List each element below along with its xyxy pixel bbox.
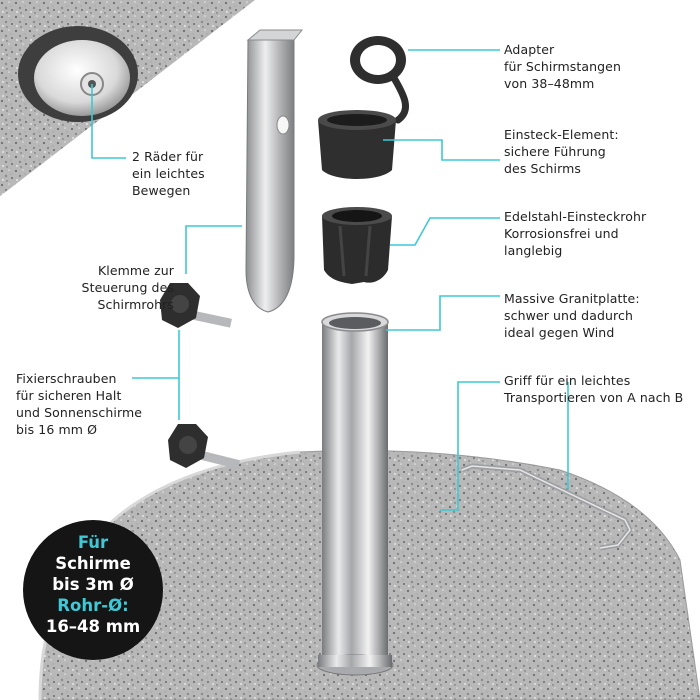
steel-clamp — [245, 29, 304, 313]
line-griff-a — [440, 381, 500, 511]
screw-knob-upper — [160, 283, 232, 328]
callout-fixier: Fixierschrauben für sicheren Halt und So… — [16, 371, 143, 437]
callout-griff: Griff für ein leichtes Transportieren vo… — [504, 373, 684, 405]
line-einsteck — [383, 139, 500, 161]
sleeve-part — [322, 207, 392, 284]
badge-line-3: bis 3m Ø — [52, 575, 134, 594]
adapter-part — [350, 36, 410, 124]
spec-badge: Für Schirme bis 3m Ø Rohr-Ø: 16–48 mm — [23, 520, 163, 660]
line-granit — [386, 295, 500, 331]
steel-tube — [316, 312, 394, 676]
badge-line-4: Rohr-Ø: — [57, 596, 129, 615]
callout-raeder: 2 Räder für ein leichtes Bewegen — [132, 149, 205, 198]
callout-granit: Massive Granitplatte: schwer und dadurch… — [504, 291, 640, 340]
corner-detail — [0, 0, 262, 203]
line-edelstahl — [390, 217, 500, 246]
badge-line-1: Für — [77, 533, 109, 552]
callout-einsteck: Einsteck-Element: sichere Führung des Sc… — [504, 127, 619, 176]
line-klemme — [185, 225, 242, 274]
callout-lines — [91, 49, 569, 511]
callout-klemme: Klemme zur Steuerung des Schirmrohrs — [81, 263, 174, 312]
insert-element — [318, 110, 396, 179]
callout-edelstahl: Edelstahl-Einsteckrohr Korrosionsfrei un… — [504, 209, 647, 258]
badge-line-5: 16–48 mm — [45, 617, 141, 636]
line-raeder — [91, 84, 126, 159]
screw-knob-lower — [168, 424, 240, 470]
callout-adapter: Adapter für Schirmstangen von 38–48mm — [504, 42, 621, 91]
badge-line-2: Schirme — [55, 554, 131, 573]
